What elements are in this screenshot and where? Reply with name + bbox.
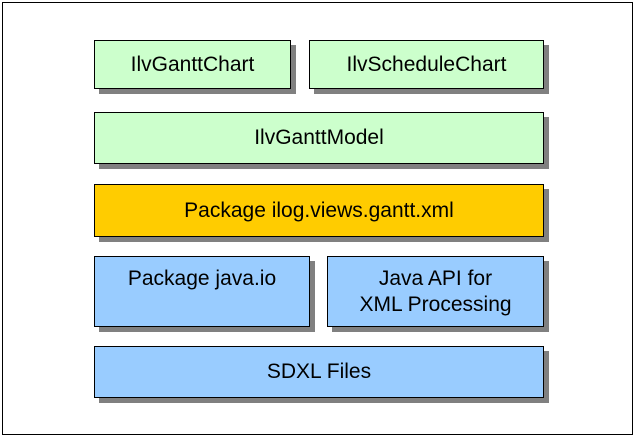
gantt-xml-package-label: Package ilog.views.gantt.xml	[184, 198, 454, 222]
ilvganttchart-label: IlvGanttChart	[130, 52, 255, 76]
sdxl-files-box: SDXL Files	[94, 346, 544, 398]
ilvschedulechart-label: IlvScheduleChart	[346, 52, 507, 76]
ilvganttmodel-label: IlvGanttModel	[254, 126, 384, 149]
jaxp-box: Java API for XML Processing	[327, 256, 544, 327]
ilvschedulechart-box: IlvScheduleChart	[309, 40, 544, 89]
sdxl-files-label: SDXL Files	[266, 360, 372, 383]
java-io-package-label: Package java.io	[127, 267, 277, 290]
jaxp-label: Java API for XML Processing	[359, 266, 512, 316]
ilvganttmodel-box: IlvGanttModel	[94, 112, 544, 164]
ilvganttchart-box: IlvGanttChart	[94, 40, 291, 89]
java-io-package-box: Package java.io	[94, 256, 310, 327]
gantt-xml-package-box: Package ilog.views.gantt.xml	[94, 184, 544, 237]
